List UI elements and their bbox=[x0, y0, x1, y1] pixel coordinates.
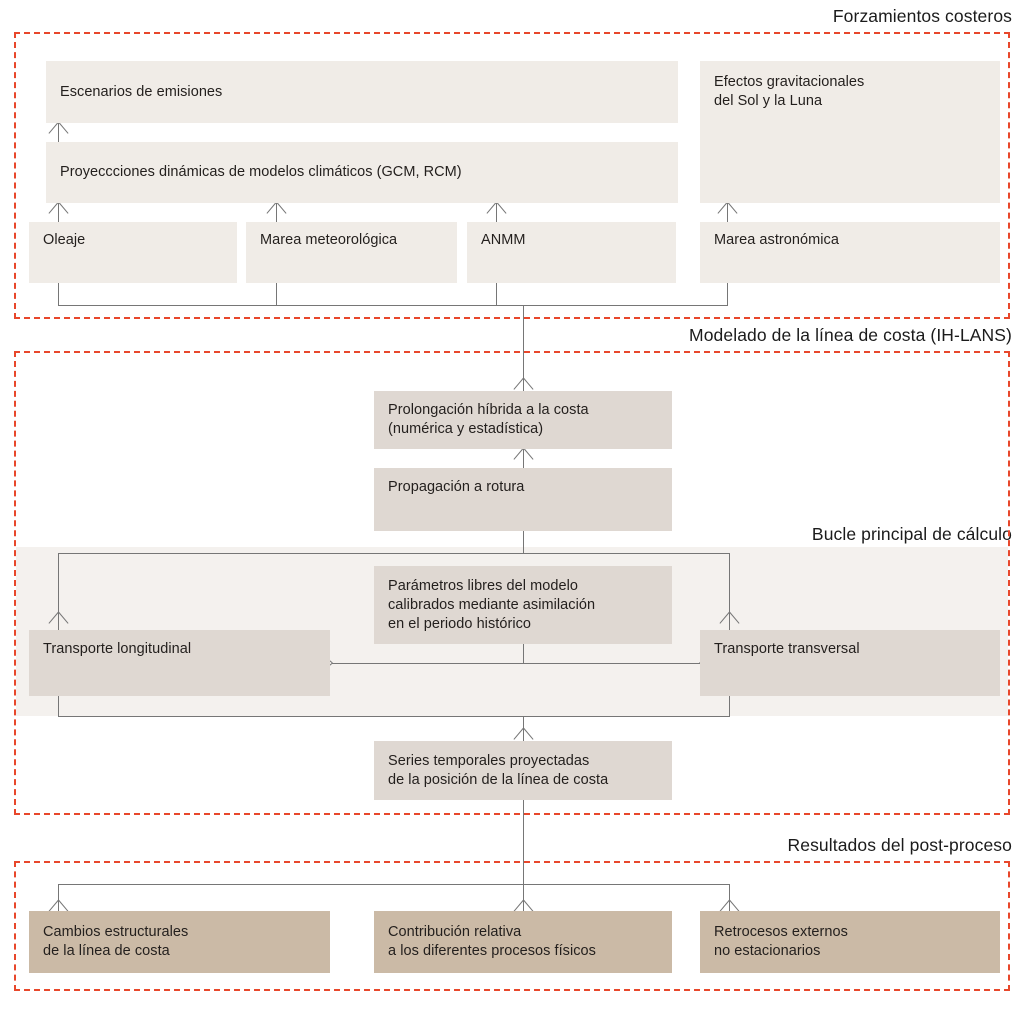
node-breaking-propagation-label: Propagación a rotura bbox=[388, 479, 525, 495]
node-external-retreat[interactable]: Retrocesos externos no estacionarios bbox=[700, 911, 1000, 973]
connector-transport-merge-bus bbox=[58, 716, 730, 717]
arrow-projections-surge-icon bbox=[265, 202, 287, 215]
node-free-parameters-label: Parámetros libres del modelo calibrados … bbox=[388, 577, 596, 632]
connector-loop-split-bus bbox=[58, 553, 730, 554]
section-title-loop: Bucle principal de cálculo bbox=[811, 524, 1012, 544]
node-cross-shore-transport[interactable]: Transporte transversal bbox=[700, 630, 1000, 696]
connector-split-cross bbox=[729, 553, 730, 630]
arrow-split-cross-icon bbox=[718, 612, 740, 625]
node-cross-shore-transport-label: Transporte transversal bbox=[714, 641, 860, 657]
node-astro-tide[interactable]: Marea astronómica bbox=[700, 222, 1000, 283]
node-timeseries-label: Series temporales proyectadas de la posi… bbox=[388, 752, 609, 788]
arrow-split-long-icon bbox=[47, 612, 69, 625]
node-hybrid-extension-label: Prolongación híbrida a la costa (numéric… bbox=[388, 402, 589, 437]
arrow-gravitational-astro-icon bbox=[716, 202, 738, 215]
arrow-emissions-projections-icon bbox=[47, 122, 69, 135]
section-frame-forcings bbox=[14, 32, 1010, 319]
connector-waves-bus bbox=[58, 283, 59, 305]
arrow-transport-left-icon bbox=[332, 652, 345, 674]
section-title-forcings: Forzamientos costeros bbox=[832, 6, 1012, 26]
node-longitudinal-transport-label: Transporte longitudinal bbox=[43, 641, 192, 657]
arrow-projections-anmm-icon bbox=[485, 202, 507, 215]
node-breaking-propagation[interactable]: Propagación a rotura bbox=[374, 468, 672, 531]
connector-split-long bbox=[58, 553, 59, 630]
node-timeseries[interactable]: Series temporales proyectadas de la posi… bbox=[374, 741, 672, 800]
node-anmm[interactable]: ANMM bbox=[467, 222, 676, 283]
node-emissions[interactable]: Escenarios de emisiones bbox=[46, 61, 678, 123]
connector-long-merge bbox=[58, 696, 59, 717]
node-projections[interactable]: Proyeccciones dinámicas de modelos climá… bbox=[46, 142, 678, 203]
arrow-hybrid-breaking-icon bbox=[512, 448, 534, 461]
node-relative-contribution[interactable]: Contribución relativa a los diferentes p… bbox=[374, 911, 672, 973]
node-structural-changes[interactable]: Cambios estructurales de la línea de cos… bbox=[29, 911, 330, 973]
arrow-transport-right-icon bbox=[687, 652, 700, 674]
section-title-postprocess: Resultados del post-proceso bbox=[787, 835, 1012, 855]
node-external-retreat-label: Retrocesos externos no estacionarios bbox=[714, 924, 848, 959]
connector-surge-bus bbox=[276, 283, 277, 305]
connector-forcings-bus bbox=[58, 305, 728, 306]
node-emissions-label: Escenarios de emisiones bbox=[60, 83, 223, 100]
node-waves-label: Oleaje bbox=[43, 232, 86, 248]
section-frame-modeling bbox=[14, 351, 1010, 815]
node-projections-label: Proyeccciones dinámicas de modelos climá… bbox=[60, 164, 462, 180]
node-gravitational[interactable]: Efectos gravitacionales del Sol y la Lun… bbox=[700, 61, 1000, 203]
connector-post-split-bus bbox=[58, 884, 730, 885]
node-longitudinal-transport[interactable]: Transporte longitudinal bbox=[29, 630, 330, 696]
connector-bus-hybrid bbox=[523, 305, 524, 391]
arrow-merge-timeseries-icon bbox=[512, 728, 534, 741]
node-gravitational-label: Efectos gravitacionales del Sol y la Lun… bbox=[714, 74, 865, 109]
node-waves[interactable]: Oleaje bbox=[29, 222, 237, 283]
connector-breaking-split bbox=[523, 531, 524, 554]
arrow-projections-waves-icon bbox=[47, 202, 69, 215]
connector-timeseries-post bbox=[523, 800, 524, 928]
connector-astro-bus bbox=[727, 283, 728, 305]
connector-anmm-bus bbox=[496, 283, 497, 305]
connector-freeparams-stem bbox=[523, 644, 524, 664]
section-title-modeling: Modelado de la línea de costa (IH-LANS) bbox=[689, 325, 1012, 345]
node-free-parameters[interactable]: Parámetros libres del modelo calibrados … bbox=[374, 566, 672, 644]
section-frame-postprocess bbox=[14, 861, 1010, 991]
connector-transport-bidirectional bbox=[332, 663, 700, 664]
node-hybrid-extension[interactable]: Prolongación híbrida a la costa (numéric… bbox=[374, 391, 672, 449]
node-storm-surge-label: Marea meteorológica bbox=[260, 232, 398, 248]
node-astro-tide-label: Marea astronómica bbox=[714, 232, 839, 248]
arrow-bus-hybrid-icon bbox=[512, 378, 534, 391]
connector-cross-merge bbox=[729, 696, 730, 717]
node-structural-changes-label: Cambios estructurales de la línea de cos… bbox=[43, 924, 189, 959]
node-storm-surge[interactable]: Marea meteorológica bbox=[246, 222, 457, 283]
node-relative-contribution-label: Contribución relativa a los diferentes p… bbox=[388, 924, 596, 959]
node-anmm-label: ANMM bbox=[481, 232, 526, 248]
